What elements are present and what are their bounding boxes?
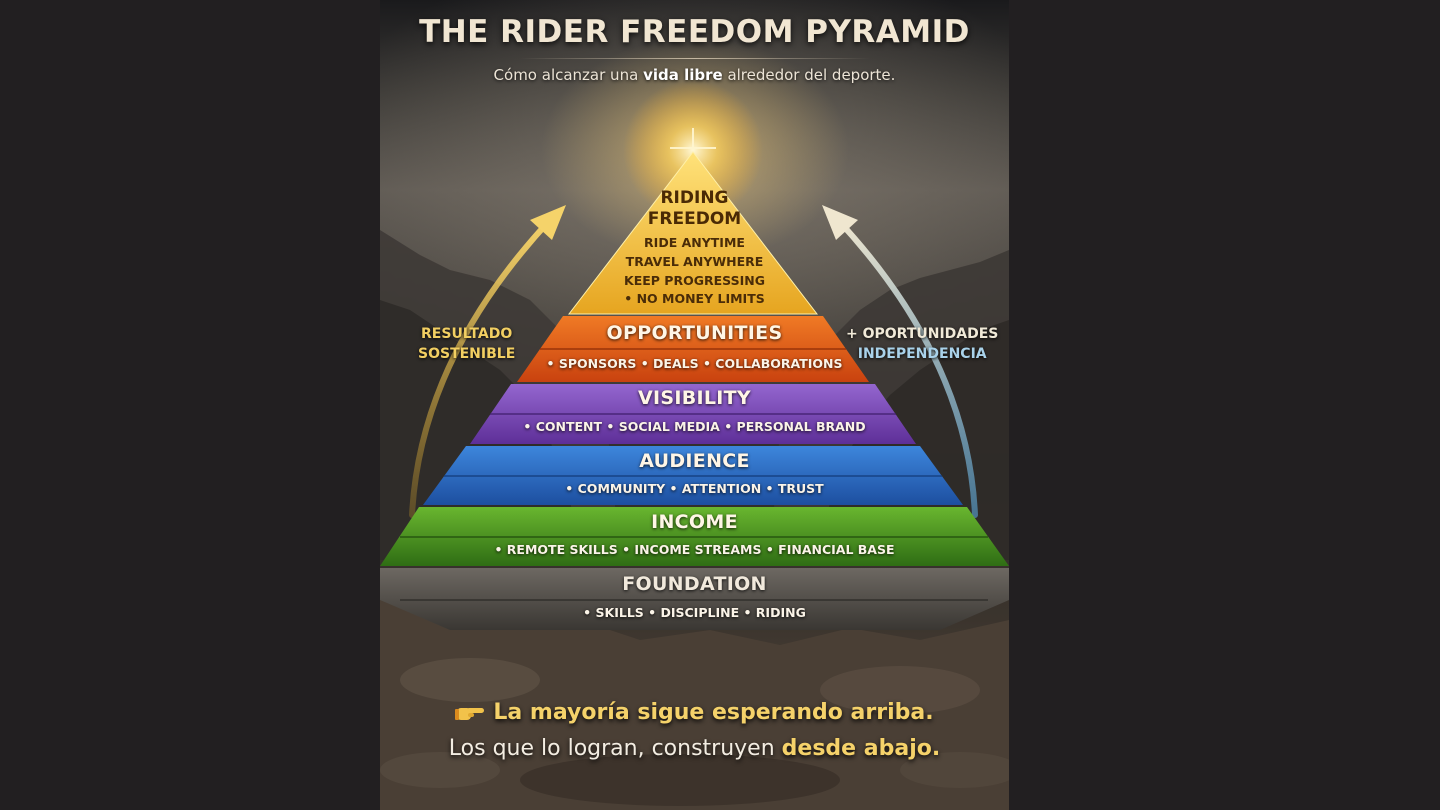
rocky-ground (380, 600, 1009, 810)
bottom-message-line2: Los que lo logran, construyen desde abaj… (380, 736, 1009, 761)
apex-title-line2: FREEDOM (647, 209, 742, 229)
title-divider (520, 58, 870, 59)
subtitle-emphasis: vida libre (643, 66, 723, 84)
tier-visibility-title: VISIBILITY (638, 387, 751, 409)
tier-opportunities-items: • SPONSORS • DEALS • COLLABORATIONS (546, 356, 843, 371)
page-subtitle: Cómo alcanzar una vida libre alrededor d… (380, 66, 1009, 84)
apex-line: • NO MONEY LIMITS (624, 291, 765, 306)
left-arrow-label: RESULTADO SOSTENIBLE (418, 324, 515, 364)
tier-audience-title: AUDIENCE (639, 450, 750, 472)
subtitle-after: alrededor del deporte. (727, 66, 896, 84)
tier-foundation-title: FOUNDATION (622, 573, 767, 595)
bottom-line2-emphasis: desde abajo. (781, 736, 941, 761)
left-upward-arrow-icon (409, 205, 566, 518)
bottom-line2-before: Los que lo logran, construyen (448, 736, 775, 761)
tier-apex-block (567, 151, 819, 315)
tier-income-items: • REMOTE SKILLS • INCOME STREAMS • FINAN… (494, 542, 895, 557)
apex-line: RIDE ANYTIME (644, 235, 745, 250)
apex-title: RIDING FREEDOM (380, 188, 1009, 230)
pyramid-artwork (380, 80, 1009, 810)
page-title: THE RIDER FREEDOM PYRAMID (419, 14, 970, 50)
bottom-message-line1: La mayoría sigue esperando arriba. (380, 700, 1009, 725)
apex-line: KEEP PROGRESSING (624, 273, 765, 288)
bottom-line1-text: La mayoría sigue esperando arriba. (493, 700, 934, 725)
subtitle-before: Cómo alcanzar una (493, 66, 639, 84)
right-label-line2: INDEPENDENCIA (857, 346, 987, 362)
right-label-line1: + OPORTUNIDADES (846, 326, 999, 342)
right-upward-arrow-icon (822, 205, 978, 518)
pointing-hand-icon (455, 700, 485, 725)
left-label-line2: SOSTENIBLE (418, 346, 516, 362)
apex-line: TRAVEL ANYWHERE (625, 254, 764, 269)
right-arrow-label: + OPORTUNIDADES INDEPENDENCIA (846, 324, 998, 364)
tier-foundation-items: • SKILLS • DISCIPLINE • RIDING (583, 605, 806, 620)
pyramid-poster: THE RIDER FREEDOM PYRAMID Cómo alcanzar … (380, 0, 1009, 810)
tier-opportunities-title: OPPORTUNITIES (606, 322, 783, 344)
tier-income-title: INCOME (651, 511, 738, 533)
left-label-line1: RESULTADO (421, 326, 513, 342)
apex-title-line1: RIDING (660, 188, 729, 208)
tier-audience-items: • COMMUNITY • ATTENTION • TRUST (565, 481, 824, 496)
tier-visibility-items: • CONTENT • SOCIAL MEDIA • PERSONAL BRAN… (523, 419, 866, 434)
